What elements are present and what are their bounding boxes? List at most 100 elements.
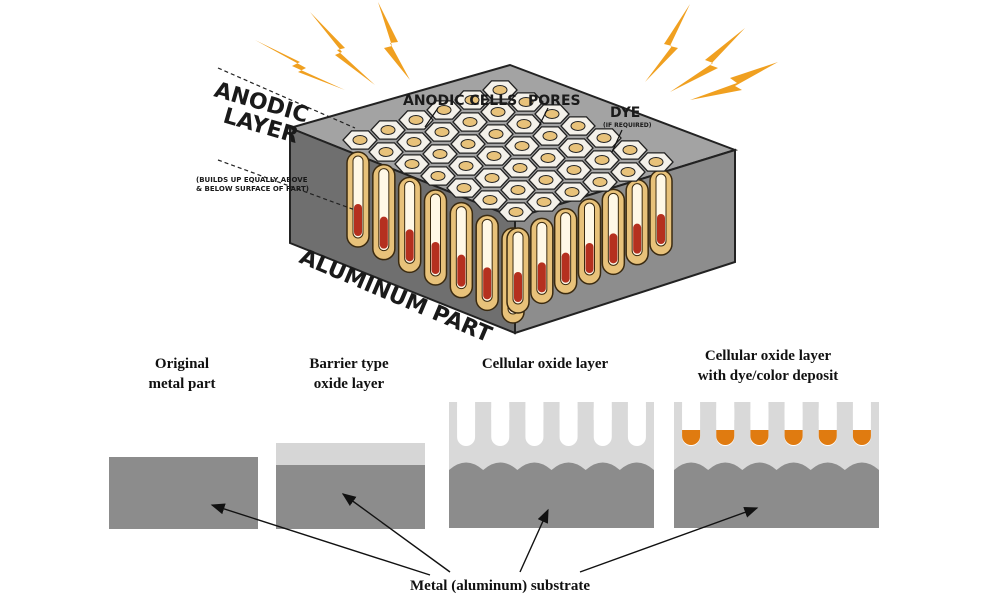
pore-opening [488,129,504,139]
pore-opening [432,149,448,159]
pore-opening [564,187,580,197]
pore-opening [408,115,424,125]
pore-opening [542,131,558,141]
pore-opening [404,159,420,169]
pore-opening [538,175,554,185]
spark-bolt [670,28,745,92]
dye-deposit [784,430,803,446]
pore-opening [430,171,446,181]
dye-deposit [609,233,618,264]
anodic-layer-guides [217,67,356,211]
spark-group-right [645,4,778,100]
barrier-metal [276,465,425,529]
pore-opening [462,117,478,127]
pore-opening [492,85,508,95]
dye-deposit [405,229,414,262]
dye-deposit [682,430,701,446]
pore-opening [620,167,636,177]
section-barrier [276,443,425,529]
anodic-cells-top [342,80,674,222]
arrow-to-barrier [341,493,451,573]
pore-opening [464,95,480,105]
section-cellular [449,400,654,528]
dye-deposit [852,430,871,446]
pore-opening [512,163,528,173]
spark-bolt [645,4,690,82]
spark-bolt [255,40,345,90]
dye-label: DYE [610,105,640,121]
pore-opening [458,161,474,171]
dye-deposit [585,243,594,273]
section-original-metal [109,457,258,529]
dye-deposit [457,254,466,287]
pore-opening [516,119,532,129]
pore-opening [482,195,498,205]
section-title-dyed: Cellular oxide layer [705,348,832,364]
pores-label: PORES [528,93,581,109]
pore-top [682,400,701,420]
top-pointer-lines [424,107,623,153]
pore-opening [352,135,368,145]
pore-opening [434,127,450,137]
pore-top [852,400,871,420]
dye-deposit [750,430,769,446]
arrow-to-cellular [519,508,549,573]
pore-opening [508,207,524,217]
dye-deposit [354,204,362,236]
substrate-label: Metal (aluminum) substrate [410,578,590,594]
barrier-oxide-layer [276,443,425,465]
dye-deposit [483,267,492,300]
dye-deposit [561,252,570,283]
pore-opening [540,153,556,163]
pore-top [457,400,476,420]
substrate-arrows [210,493,759,576]
pore-opening [514,141,530,151]
anodic-cells-label: ANODIC CELLS [403,93,517,109]
dye-deposit [818,430,837,446]
pore-opening [484,173,500,183]
pore-top [784,400,803,420]
section-dyed [674,400,879,528]
section-title-dyed: with dye/color deposit [698,368,839,384]
section-title-barrier: Barrier type [309,356,389,372]
section-title-barrier: oxide layer [314,376,385,392]
pore-opening [510,185,526,195]
pore-top [559,400,578,420]
pore-top [491,400,510,420]
pore-top [716,400,735,420]
builds-up-note: & BELOW SURFACE OF PART) [196,185,309,193]
pore-opening [570,121,586,131]
dye-note: (IF REQUIRED) [603,122,652,129]
dye-deposit [431,242,440,274]
pore-top [593,400,612,420]
pore-opening [568,143,584,153]
pore-opening [592,177,608,187]
pore-opening [406,137,422,147]
dye-deposit [657,214,665,244]
arrow-to-original [210,503,431,576]
section-title-original: Original [155,356,209,372]
pore-top [750,400,769,420]
pore-top [627,400,646,420]
pore-opening [594,155,610,165]
pore-opening [460,139,476,149]
pore-opening [486,151,502,161]
pore-opening [622,145,638,155]
spark-bolt [378,2,410,80]
pore-opening [378,147,394,157]
pore-opening [566,165,582,175]
anodic-cell-cutaway [346,151,673,324]
pore-opening [648,157,664,167]
section-title-cellular: Cellular oxide layer [482,356,609,372]
metal-substrate [449,462,654,528]
spark-bolt [310,12,375,85]
pore-opening [456,183,472,193]
pore-opening [518,97,534,107]
pore-opening [380,125,396,135]
dye-deposit [716,430,735,446]
dye-deposit [514,272,522,302]
section-title-original: metal part [148,376,215,392]
builds-up-note: (BUILDS UP EQUALLY ABOVE [196,176,308,184]
dye-deposit [633,223,642,254]
